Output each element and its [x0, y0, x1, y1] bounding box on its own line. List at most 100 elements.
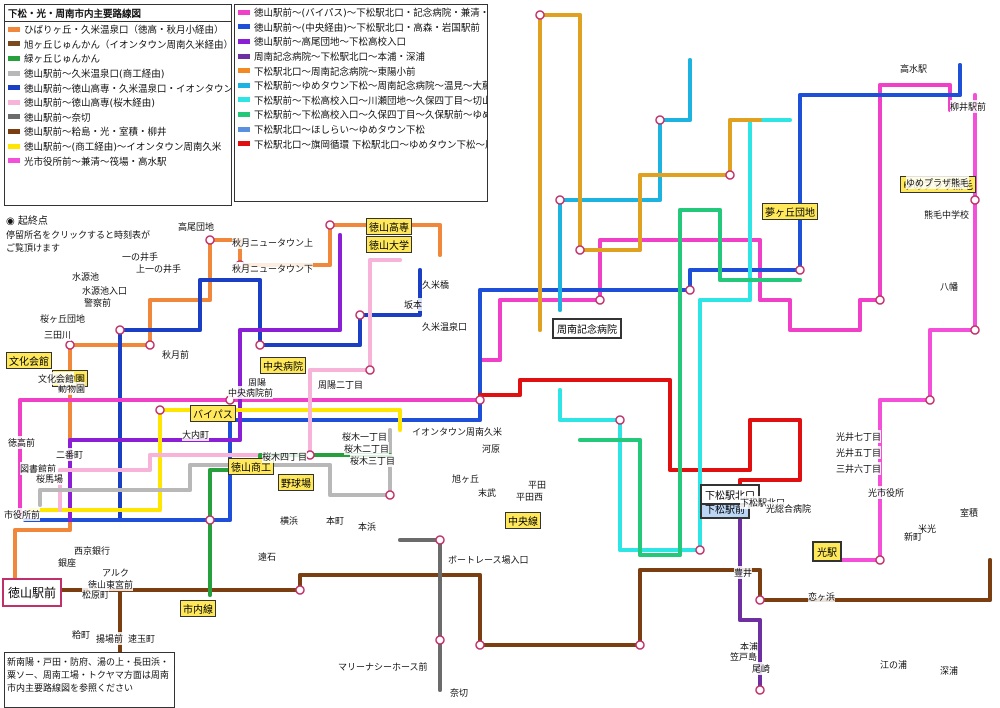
stop-label[interactable]: 旭ヶ丘: [452, 472, 480, 485]
stop-label[interactable]: 尾崎: [752, 662, 771, 675]
stop-label[interactable]: 上一の井手: [136, 262, 182, 275]
stop-label[interactable]: 桜木四丁目: [262, 450, 308, 463]
stop-label[interactable]: マリーナシーホース前: [338, 660, 428, 673]
stop-label[interactable]: イオンタウン周南久米: [412, 425, 503, 438]
stop-label[interactable]: 豊井: [734, 566, 753, 579]
stop-label[interactable]: 銀座: [58, 556, 77, 569]
stop-label[interactable]: 桜木一丁目: [342, 430, 388, 443]
stop-label[interactable]: 光井七丁目: [836, 430, 882, 443]
stop-label[interactable]: 光市役所: [868, 486, 905, 499]
legend-item-label: 徳山駅前～(中央経由)～下松駅北口・高森・岩国駅前: [254, 22, 480, 34]
stop-label[interactable]: 恋ヶ浜: [808, 590, 836, 603]
route-color-swatch: [8, 85, 20, 91]
stop-label[interactable]: 笠戸島: [730, 650, 758, 663]
stop-label[interactable]: 三田川: [44, 328, 72, 341]
stop-label[interactable]: 光総合病院: [766, 502, 812, 515]
area-label: 野球場: [278, 474, 314, 491]
route-skyblue: [558, 58, 692, 312]
legend-item-label: 旭ヶ丘じゅんかん（イオンタウン周南久米経由）: [24, 39, 231, 51]
stop-label[interactable]: ゆめプラザ熊毛: [906, 176, 970, 189]
stop-label[interactable]: 周陽二丁目: [318, 378, 364, 391]
stop-label[interactable]: 桜ヶ丘団地: [40, 312, 86, 325]
stop-label[interactable]: 中央病院前: [228, 386, 274, 399]
stop-label[interactable]: 坂本: [404, 298, 423, 311]
route-color-swatch: [8, 41, 20, 47]
route-brown: [10, 558, 992, 662]
route-color-swatch: [8, 70, 20, 76]
stop-label[interactable]: 柳井駅前: [950, 100, 987, 113]
stop-label[interactable]: 八幡: [940, 280, 959, 293]
stop-label[interactable]: 西京銀行: [74, 544, 111, 557]
route-color-swatch: [238, 82, 250, 88]
route-color-swatch: [8, 158, 20, 164]
stop-label[interactable]: 秋月ニュータウン下: [232, 262, 314, 275]
stop-label[interactable]: 秋月前: [162, 348, 190, 361]
stop-label[interactable]: 江の浦: [880, 658, 908, 671]
stop-label[interactable]: 本町: [326, 514, 345, 527]
stop-label[interactable]: 熊毛中学校: [924, 208, 970, 221]
stop-label[interactable]: アルク: [102, 566, 129, 579]
origin-note: ◉ 起終点: [6, 216, 48, 227]
stop-label[interactable]: 秋月ニュータウン上: [232, 236, 314, 249]
stop-label[interactable]: 揚場前: [96, 632, 124, 645]
stop-label[interactable]: 深浦: [940, 664, 959, 677]
route-color-swatch: [238, 126, 250, 132]
hub-kinen-hospital[interactable]: 周南記念病院: [552, 318, 622, 339]
route-color-swatch: [8, 55, 20, 61]
stop-label[interactable]: 速玉町: [128, 632, 156, 645]
stop-label[interactable]: 文化会館: [38, 372, 75, 385]
route-color-swatch: [238, 24, 250, 30]
stop-label[interactable]: 室積: [960, 506, 979, 519]
stop-label[interactable]: 粭町: [72, 628, 91, 641]
hub-tokuyama-station[interactable]: 徳山駅前: [2, 578, 63, 607]
route-color-swatch: [8, 114, 20, 120]
stop-label[interactable]: ボートレース場入口: [448, 553, 529, 566]
hub-hikari-station[interactable]: 光駅: [812, 541, 842, 562]
stop-label[interactable]: 平田西: [516, 490, 544, 503]
stop-label[interactable]: 末武: [478, 486, 497, 499]
stop-label[interactable]: 周陽: [248, 376, 267, 389]
stop-label[interactable]: 桜木三丁目: [350, 454, 396, 467]
stop-label[interactable]: 徳高前: [8, 436, 36, 449]
stop-label[interactable]: 市役所前: [4, 508, 41, 521]
legend-item: 徳山駅前～(中央経由)～下松駅北口・高森・岩国駅前: [235, 20, 487, 35]
legend-list: 徳山駅前～(バイパス)～下松駅北口・記念病院・兼清・ゆめプラザ熊毛徳山駅前～(中…: [235, 5, 487, 151]
origin-note-text: 起終点: [17, 216, 48, 227]
route-color-swatch: [238, 111, 250, 117]
stop-label[interactable]: 高水駅: [900, 62, 928, 75]
stop-label[interactable]: 図書館前: [20, 462, 57, 475]
stop-label[interactable]: 二番町: [56, 448, 84, 461]
legend-item: 徳山駅前～奈切: [5, 110, 231, 125]
route-amber: [538, 13, 762, 332]
stop-label[interactable]: 松原町: [82, 588, 110, 601]
legend-item-label: 下松駅前～下松高校入口～川瀬団地～久保四丁目～切山上: [254, 95, 487, 107]
stop-label[interactable]: 三井六丁目: [836, 462, 882, 475]
stop-label[interactable]: 河原: [482, 442, 501, 455]
stop-label[interactable]: 横浜: [280, 514, 299, 527]
stop-label[interactable]: 大内町: [182, 428, 210, 441]
stop-label[interactable]: 高尾団地: [178, 220, 215, 233]
legend-item-label: 徳山駅前～徳山高専・久米温泉口・イオンタウン周南久米(二番町・中央病院経由): [24, 83, 231, 95]
stop-label[interactable]: 本浦: [740, 640, 759, 653]
stop-label[interactable]: 動物園: [58, 382, 86, 395]
stop-label[interactable]: 久米温泉口: [422, 320, 468, 333]
stop-label[interactable]: 水源池: [72, 270, 100, 283]
legend-item: 徳山駅前～(商工経由)～イオンタウン周南久米: [5, 139, 231, 154]
stop-label[interactable]: 一の井手: [122, 250, 159, 263]
stop-label[interactable]: 桜馬場: [36, 472, 64, 485]
stop-label[interactable]: 本浜: [358, 520, 377, 533]
stop-label[interactable]: 光井五丁目: [836, 446, 882, 459]
legend-list: ひばりヶ丘・久米温泉口（徳高・秋月小経由）旭ヶ丘じゅんかん（イオンタウン周南久米…: [5, 22, 231, 168]
legend-item: 徳山駅前～徳山高専(桜木経由): [5, 95, 231, 110]
stop-label[interactable]: 米光: [918, 522, 937, 535]
stop-label[interactable]: 警察前: [84, 296, 112, 309]
stop-label[interactable]: 水源池入口: [82, 284, 128, 297]
stop-label[interactable]: 新町: [904, 530, 923, 543]
stop-label[interactable]: 平田: [528, 478, 547, 491]
legend-item: 下松駅北口～ほしらい～ゆめタウン下松: [235, 122, 487, 137]
stop-label[interactable]: 桜木二丁目: [344, 442, 390, 455]
stop-label[interactable]: 遠石: [258, 550, 277, 563]
stop-label[interactable]: 徳山東宮前: [88, 578, 134, 591]
stop-label[interactable]: 久米橋: [422, 278, 450, 291]
stop-label[interactable]: 奈切: [450, 686, 469, 699]
